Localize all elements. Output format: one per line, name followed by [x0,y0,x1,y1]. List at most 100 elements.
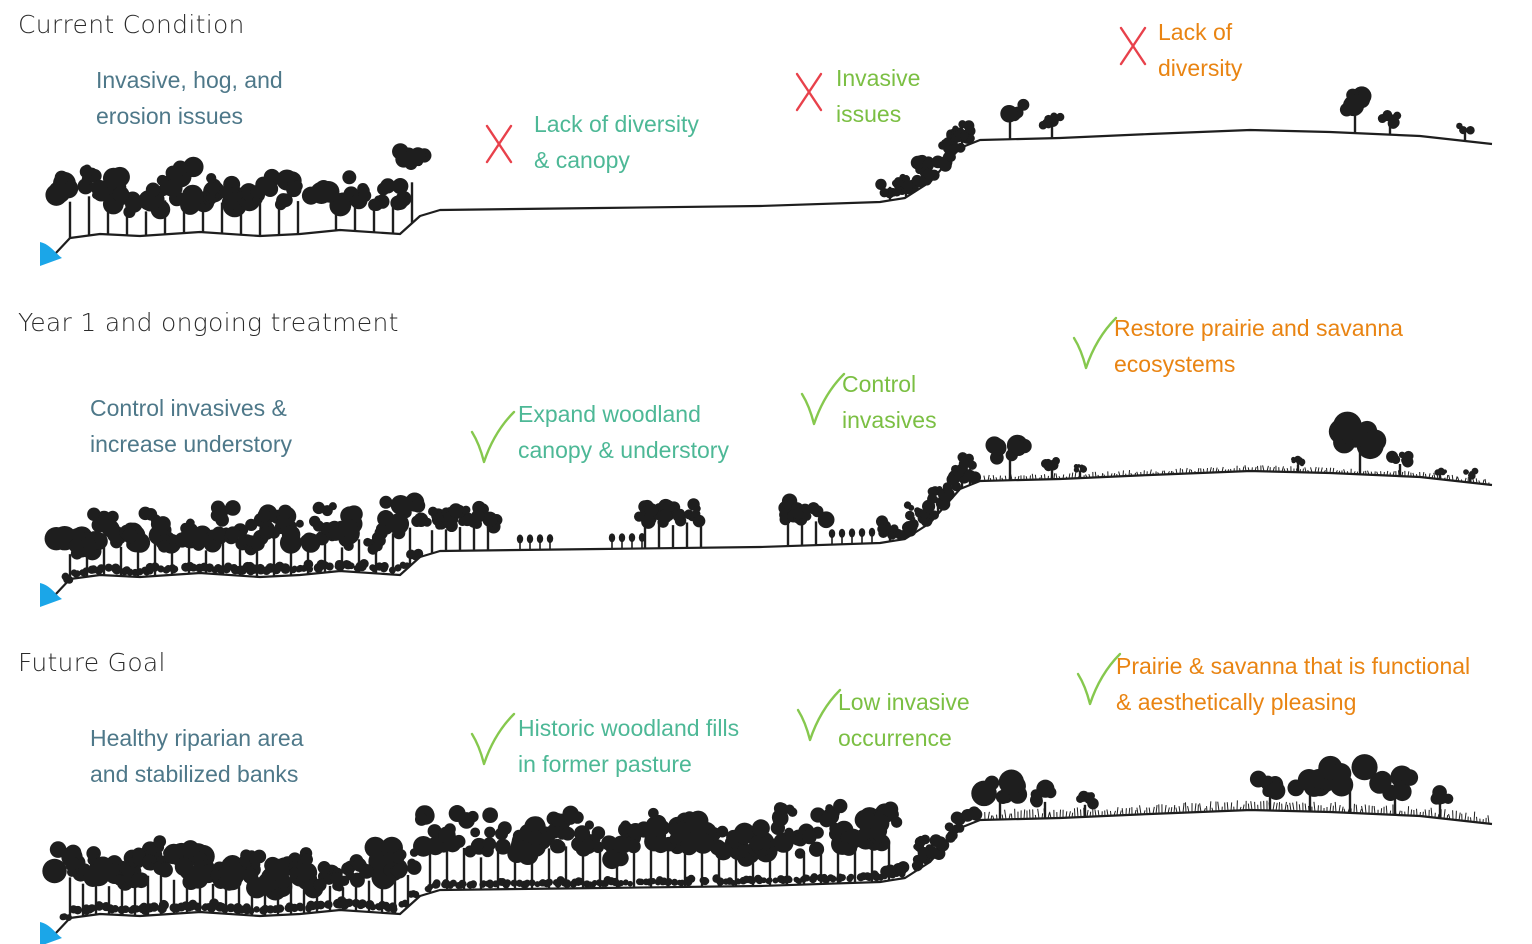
tree-trunk [68,201,72,238]
tree-crown [42,858,67,884]
grass-blade [1283,468,1286,472]
grass-blade [983,475,986,481]
tree-trunk [408,527,412,566]
check-mark-icon [800,372,846,426]
tree-crown [310,181,333,204]
tree-trunk [1008,118,1012,140]
tree-trunk [393,877,397,914]
tree-crown [172,160,188,176]
tree-trunk [1393,792,1397,815]
tree-crown [390,494,411,515]
tree-trunk [391,533,395,575]
tree-crown [1392,782,1412,802]
grass-blade [1157,472,1160,475]
tree-crown [1079,464,1084,469]
shrub [145,562,155,573]
tree-crown [338,518,358,538]
tree-trunk [1268,792,1272,811]
tree-trunk [666,850,670,888]
check-mark-icon [1072,316,1118,370]
grass-blade [1458,812,1461,821]
tree-crown [958,458,970,470]
tree-crown [268,858,290,881]
grass-blade [1029,475,1032,480]
tree-trunk [187,541,191,574]
grass-blade [1050,473,1053,480]
sapling-stem [641,538,643,549]
shrub [522,881,530,889]
grass-blade [1472,477,1475,484]
sapling-crown [618,533,626,543]
grass-blade [1446,814,1449,820]
shrub [188,899,198,909]
tree-crown [79,165,94,179]
tree-crown [411,498,426,513]
grass-blade [1106,809,1109,816]
shrub [466,881,474,889]
grass-blade [1206,468,1209,473]
tree-trunk [159,872,163,915]
tree-crown [406,860,422,875]
grass-blade [1448,813,1451,820]
grass-blade [1043,474,1046,480]
tree-trunk [1308,789,1312,812]
grass-blade [1469,817,1472,822]
tree-crown [1011,440,1027,456]
shrub [82,567,90,574]
tree-crown [387,513,410,535]
tree-crown [132,847,146,861]
tree-crown [1333,411,1362,441]
shrub [587,881,594,888]
shrub [846,875,853,883]
grass-blade [1187,805,1190,813]
shrub [923,168,935,180]
shrub [678,880,685,887]
grass-blade [1152,806,1155,814]
panel-landscape-1 [40,411,1493,607]
tree-trunk [615,860,619,888]
tree-trunk [170,548,174,575]
grass-blade [1175,807,1178,814]
grass-blade [1190,469,1193,474]
grass-blade [1397,470,1400,477]
tree-crown [54,170,69,185]
shrub [944,822,954,832]
tree-crown [426,836,445,856]
tree-trunk [277,205,281,236]
shrub [247,907,255,915]
grass-blade [1128,470,1131,476]
tree-crown [877,524,887,534]
grass-blade [1244,465,1247,472]
shrub [369,903,377,911]
tree-trunk [87,196,91,236]
tree-crown [87,863,110,887]
annotation-line: Lack of diversity [534,111,699,137]
tree-trunk [238,549,242,576]
tree-trunk [888,529,892,542]
shrub [761,877,767,884]
tree-crown [379,495,393,509]
tree-crown [225,500,241,516]
shrub [623,879,629,886]
shrub [449,879,457,887]
tree-crown [276,193,291,208]
shrub [253,906,260,913]
shrub [716,877,725,886]
tree-crown [414,812,429,826]
grass-blade [1385,805,1388,815]
grass-blade [1407,806,1410,816]
grass-blade [1071,812,1074,818]
tree-crown [206,173,217,184]
tree-crown [68,538,84,554]
grass-blade [1292,802,1295,812]
tree-crown [364,836,386,859]
tree-trunk [237,886,241,915]
tree-trunk [172,879,176,914]
tree-crown [692,832,714,854]
grass-blade [1053,473,1056,480]
tree-crown [1401,769,1419,786]
tree-trunk [699,521,703,548]
shrub [297,904,304,912]
tree-trunk [952,141,956,155]
